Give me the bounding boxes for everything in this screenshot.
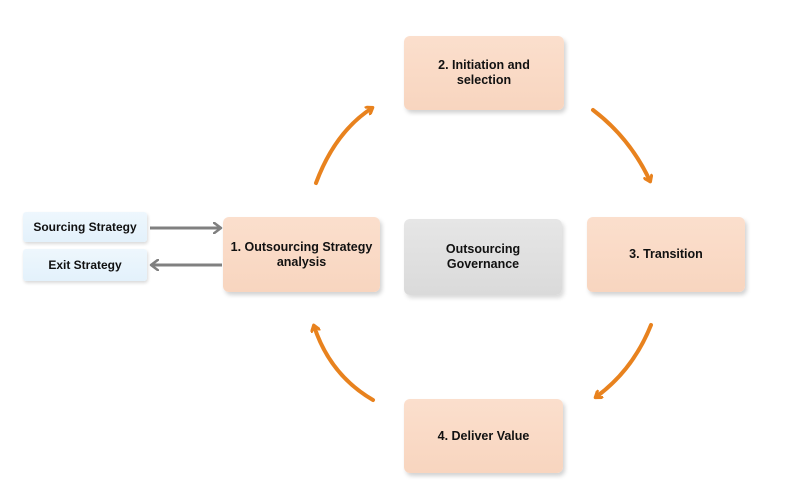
arrow-step4-to-step1 bbox=[314, 326, 375, 402]
exit-strategy-label: Exit Strategy bbox=[48, 257, 122, 272]
arrow-step2-to-step3 bbox=[591, 108, 650, 181]
sourcing-strategy-label: Sourcing Strategy bbox=[33, 219, 137, 234]
step-1-label: 1. Outsourcing Strategy analysis bbox=[230, 239, 373, 269]
exit-strategy-box: Exit Strategy bbox=[23, 249, 147, 281]
step-4-label: 4. Deliver Value bbox=[437, 428, 530, 443]
step-2-label: 2. Initiation and selection bbox=[438, 58, 530, 87]
arrow-step3-to-step4 bbox=[596, 323, 653, 397]
center-governance-box: Outsourcing Governance bbox=[404, 219, 562, 295]
step-4-box: 4. Deliver Value bbox=[404, 399, 563, 473]
step-3-label: 3. Transition bbox=[629, 247, 703, 261]
arrow-step1-to-step2 bbox=[314, 108, 372, 185]
step-3-box: 3. Transition bbox=[587, 217, 745, 292]
step-2-box: 2. Initiation and selection bbox=[404, 36, 564, 110]
sourcing-strategy-box: Sourcing Strategy bbox=[23, 212, 147, 242]
step-1-box: 1. Outsourcing Strategy analysis bbox=[223, 217, 380, 292]
center-governance-label: Outsourcing Governance bbox=[445, 242, 521, 271]
